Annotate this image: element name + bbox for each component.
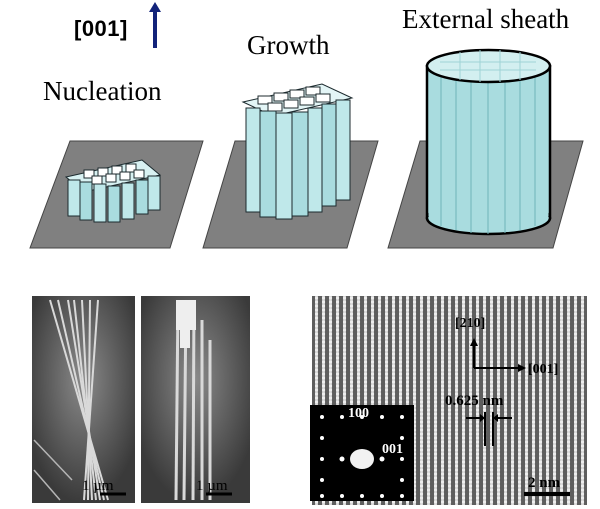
growth-bundle — [241, 83, 354, 220]
direction-label: [001] — [74, 16, 128, 41]
sheath-cylinder — [425, 48, 552, 236]
diffraction-label-001: 001 — [382, 442, 403, 457]
diffraction-inset — [310, 405, 414, 501]
nucleation-cluster — [64, 159, 162, 223]
hrtem-axis-horizontal-label: [001] — [528, 362, 558, 377]
sem-scale-label-left: 1 µm — [82, 478, 114, 494]
hrtem-spacing-label: 0.625 nm — [445, 393, 504, 409]
diffraction-label-100: 100 — [348, 406, 369, 421]
sem-image-left — [32, 296, 135, 503]
stage-label-external-sheath: External sheath — [402, 4, 570, 34]
stage-label-growth: Growth — [247, 30, 330, 60]
hrtem-axis-vertical-label: [210] — [455, 316, 485, 331]
direction-arrow-icon — [149, 2, 161, 48]
stage-label-nucleation: Nucleation — [43, 76, 162, 106]
sem-scale-label-right: 1 µm — [196, 478, 228, 494]
hrtem-scale-label: 2 nm — [528, 475, 561, 491]
sem-image-right — [141, 296, 250, 503]
